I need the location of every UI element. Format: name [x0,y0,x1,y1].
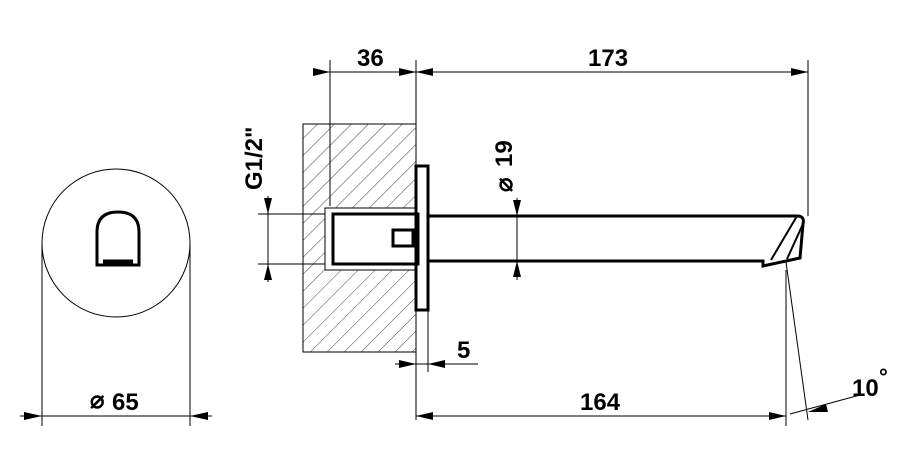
dim-164-arrow-right [769,412,786,420]
dim-label-19: 19 [491,140,518,167]
diameter-symbol-front: ⌀ [90,387,105,414]
front-view: ⌀ 65 [20,168,212,426]
dim-label-diameter-65: 65 [112,389,139,416]
connector-nut [391,228,415,248]
dim-label-5: 5 [457,337,470,364]
cover-plate-circle [41,168,191,318]
cover-plate-side [414,164,430,312]
angle-arrow [808,404,828,412]
dim-label-angle: 10 [852,375,879,402]
spout-body [428,214,805,268]
dim-label-164: 164 [580,389,621,416]
dim-label-36: 36 [357,45,384,72]
dim-label-thread: G1/2" [241,127,268,190]
pipe-arrow-top [513,200,521,216]
dim-36-arrow [313,68,330,76]
plate-arrow-left [399,360,416,368]
side-view: 36 173 G1/2" ⌀ 19 5 164 [241,45,888,426]
thread-arrow-bottom [264,264,272,280]
connector-body [331,212,420,266]
diameter-symbol-pipe: ⌀ [491,177,518,192]
front-dim-arrow-right [190,412,208,420]
spout-outlet-edge [770,215,798,261]
angle-ext-line [785,261,809,421]
wall-recess [324,207,417,271]
dim-164-arrow-left [416,412,433,420]
spout-outlet-edge-2 [786,223,804,260]
dim-173-arrow-right [791,68,808,76]
spout-opening-outline [95,210,141,267]
pipe-arrow-bottom [513,261,521,277]
front-dim-arrow-left [24,412,42,420]
dim-173-arrow-left [416,68,433,76]
thread-arrow-top [264,198,272,214]
dim-36-arrow-right [399,68,416,76]
plate-arrow-right [428,360,445,368]
dim-label-173: 173 [588,45,628,72]
degree-symbol: ° [879,364,888,389]
